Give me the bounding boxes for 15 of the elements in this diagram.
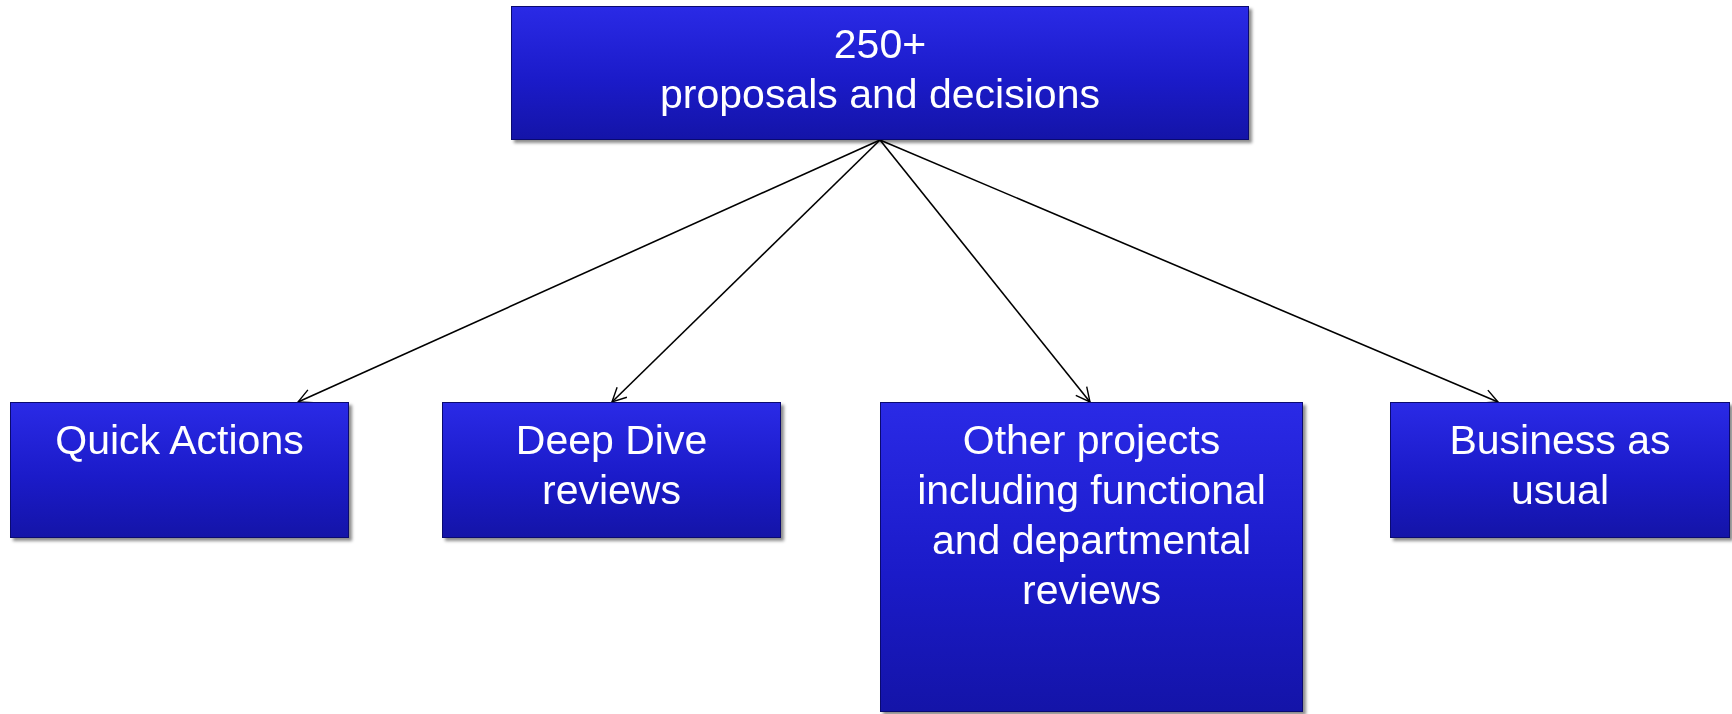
arrow xyxy=(879,139,1091,403)
box-label: Business as usual xyxy=(1448,416,1672,515)
box-label: 250+ xyxy=(833,20,927,69)
process-box xyxy=(511,6,1249,140)
box-label: Quick Actions xyxy=(55,416,304,465)
arrow xyxy=(611,139,881,403)
arrow xyxy=(879,139,1499,404)
process-box xyxy=(880,402,1303,712)
box-label: Deep Dive reviews xyxy=(514,416,709,515)
arrow xyxy=(297,139,881,404)
box-label: Other projects including functional and departmental reviews xyxy=(916,416,1267,616)
box-label: proposals and decisions xyxy=(660,70,1100,119)
process-box xyxy=(442,402,781,538)
process-box xyxy=(1390,402,1730,538)
process-box xyxy=(10,402,349,538)
